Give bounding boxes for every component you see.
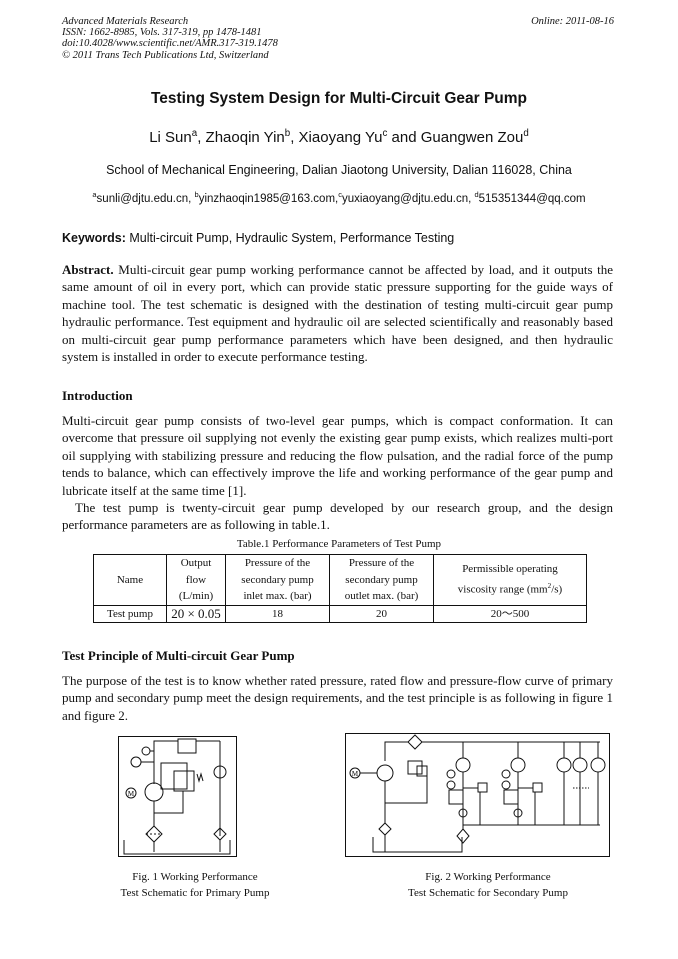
author-sup: d [523, 128, 529, 139]
flowmeters [455, 742, 606, 773]
pressure-switch [177, 738, 197, 754]
caption-line: Fig. 1 Working Performance [132, 871, 258, 883]
valve-icon [130, 756, 142, 768]
email: sunli@djtu.edu.cn, [96, 192, 195, 205]
header-text: secondary pump [345, 573, 418, 586]
author: Li Sun [149, 129, 192, 146]
caption-line: Test Schematic for Primary Pump [120, 887, 270, 899]
email-sup: a [92, 190, 97, 199]
abstract-text: Multi-circuit gear pump working performa… [62, 262, 613, 365]
cell: 20 × 0.05 [166, 604, 226, 623]
tank-icon [372, 837, 463, 853]
spring-icon [196, 772, 204, 783]
parameters-table: Name Output flow (L/min) Pressure of the se… [93, 554, 587, 623]
gauge-icon [141, 746, 151, 756]
caption-line: Fig. 2 Working Performance [425, 871, 551, 883]
motor-label: M [352, 770, 359, 778]
author: Xiaoyang Yu [298, 129, 383, 146]
header-cell: Permissible operating viscosity range (mm… [433, 554, 587, 606]
motor-label: M [128, 790, 135, 798]
header-text: outlet max. (bar) [344, 590, 419, 602]
author-sup: a [191, 128, 198, 139]
section2-heading: Test Principle of Multi-circuit Gear Pum… [62, 648, 295, 663]
filter-icon [378, 822, 392, 836]
caption-line: Test Schematic for Secondary Pump [408, 887, 568, 899]
keywords: Keywords: Multi-circuit Pump, Hydraulic … [62, 231, 454, 245]
header-text: /s) [551, 583, 563, 596]
figure-2-schematic: M [345, 733, 610, 857]
header-text: flow [185, 573, 207, 586]
intro-paragraph-1: Multi-circuit gear pump consists of two-… [62, 413, 613, 498]
paper-title: Testing System Design for Multi-Circuit … [150, 90, 528, 107]
cell: Test pump [93, 604, 167, 623]
abstract: Abstract. Multi-circuit gear pump workin… [62, 261, 613, 365]
pump-icon [376, 764, 394, 782]
figure-2-caption: Fig. 2 Working Performance Test Schemati… [378, 869, 598, 901]
cell: 18 [225, 604, 330, 623]
email: yuxiaoyang@djtu.edu.cn, [341, 192, 475, 205]
figure-1-schematic: M [118, 736, 237, 857]
header-text: Name [116, 573, 144, 586]
header-text: Permissible operating [462, 563, 558, 576]
header-text: secondary pump [241, 573, 314, 586]
header-text: Pressure of the [244, 557, 311, 569]
sep: , [290, 129, 299, 146]
header-cell: Pressure of the secondary pump outlet max.… [329, 554, 434, 606]
journal-name: Advanced Materials Research [62, 16, 189, 27]
copyright: © 2011 Trans Tech Publications Ltd, Swit… [62, 49, 269, 61]
cell: 20～500 [433, 604, 587, 623]
email-sup: c [338, 190, 342, 199]
sep: , [197, 129, 206, 146]
cooler-icon [456, 828, 470, 844]
header-text: Pressure of the [348, 557, 415, 569]
email: 515351344@qq.com [478, 192, 586, 205]
relief-valve [173, 770, 195, 792]
flowmeter-icon [213, 765, 227, 779]
section2-paragraph: The purpose of the test is to know wheth… [62, 673, 613, 723]
table-caption: Table.1 Performance Parameters of Test P… [236, 538, 442, 550]
table-header-row: Name Output flow (L/min) Pressure of the se… [93, 554, 587, 606]
secondary-circuit-1 [446, 769, 488, 825]
authors: Li Suna, Zhaoqin Yinb, Xiaoyang Yuc and … [0, 128, 678, 146]
filter-icon [407, 734, 423, 750]
cell: 20 [329, 604, 434, 623]
table-row: Test pump 20 × 0.05 18 20 20～500 [93, 604, 587, 623]
issn: ISSN: 1662-8985, Vols. 317-319, pp 1478-… [62, 27, 262, 39]
author-sup: b [284, 128, 291, 139]
affiliation: School of Mechanical Engineering, Dalian… [106, 163, 572, 177]
email-sup: b [194, 190, 199, 199]
introduction-heading: Introduction [62, 388, 133, 403]
keywords-label: Keywords: [62, 231, 126, 245]
tank-icon [123, 840, 231, 855]
email-sup: d [474, 190, 479, 199]
email: yinzhaoqin1985@163.com, [198, 192, 339, 205]
header-text: viscosity range (mm [457, 583, 548, 596]
author: Zhaoqin Yin [205, 129, 285, 146]
figure-border [118, 736, 237, 857]
author: Guangwen Zou [420, 129, 524, 146]
figure-border [345, 733, 610, 857]
header-sup: 2 [547, 581, 552, 590]
journal-header: Advanced Materials Research ISSN: 1662-8… [62, 16, 278, 61]
header-text: (L/min) [178, 590, 214, 602]
pump-icon [144, 782, 164, 802]
emails: asunli@djtu.edu.cn, byinzhaoqin1985@163.… [0, 190, 678, 205]
header-cell: Name [93, 554, 167, 606]
header-cell: Output flow (L/min) [166, 554, 226, 606]
keywords-text: Multi-circuit Pump, Hydraulic System, Pe… [125, 231, 455, 245]
secondary-circuit-2 [501, 769, 543, 825]
abstract-label: Abstract. [62, 262, 114, 277]
header-text: inlet max. (bar) [243, 590, 312, 602]
author-sup: c [382, 128, 388, 139]
online-date: Online: 2011-08-16 [531, 16, 614, 27]
figure-1-caption: Fig. 1 Working Performance Test Schemati… [95, 869, 295, 901]
header-cell: Pressure of the secondary pump inlet max. … [225, 554, 330, 606]
header-text: viscosity range (mm2/s) [438, 578, 582, 598]
header-text: Output [180, 557, 212, 569]
intro-paragraph-2: The test pump is twenty-circuit gear pum… [62, 500, 613, 533]
doi: doi:10.4028/www.scientific.net/AMR.317-3… [62, 38, 278, 50]
sep: and [387, 129, 421, 146]
motor-icon [125, 787, 137, 799]
